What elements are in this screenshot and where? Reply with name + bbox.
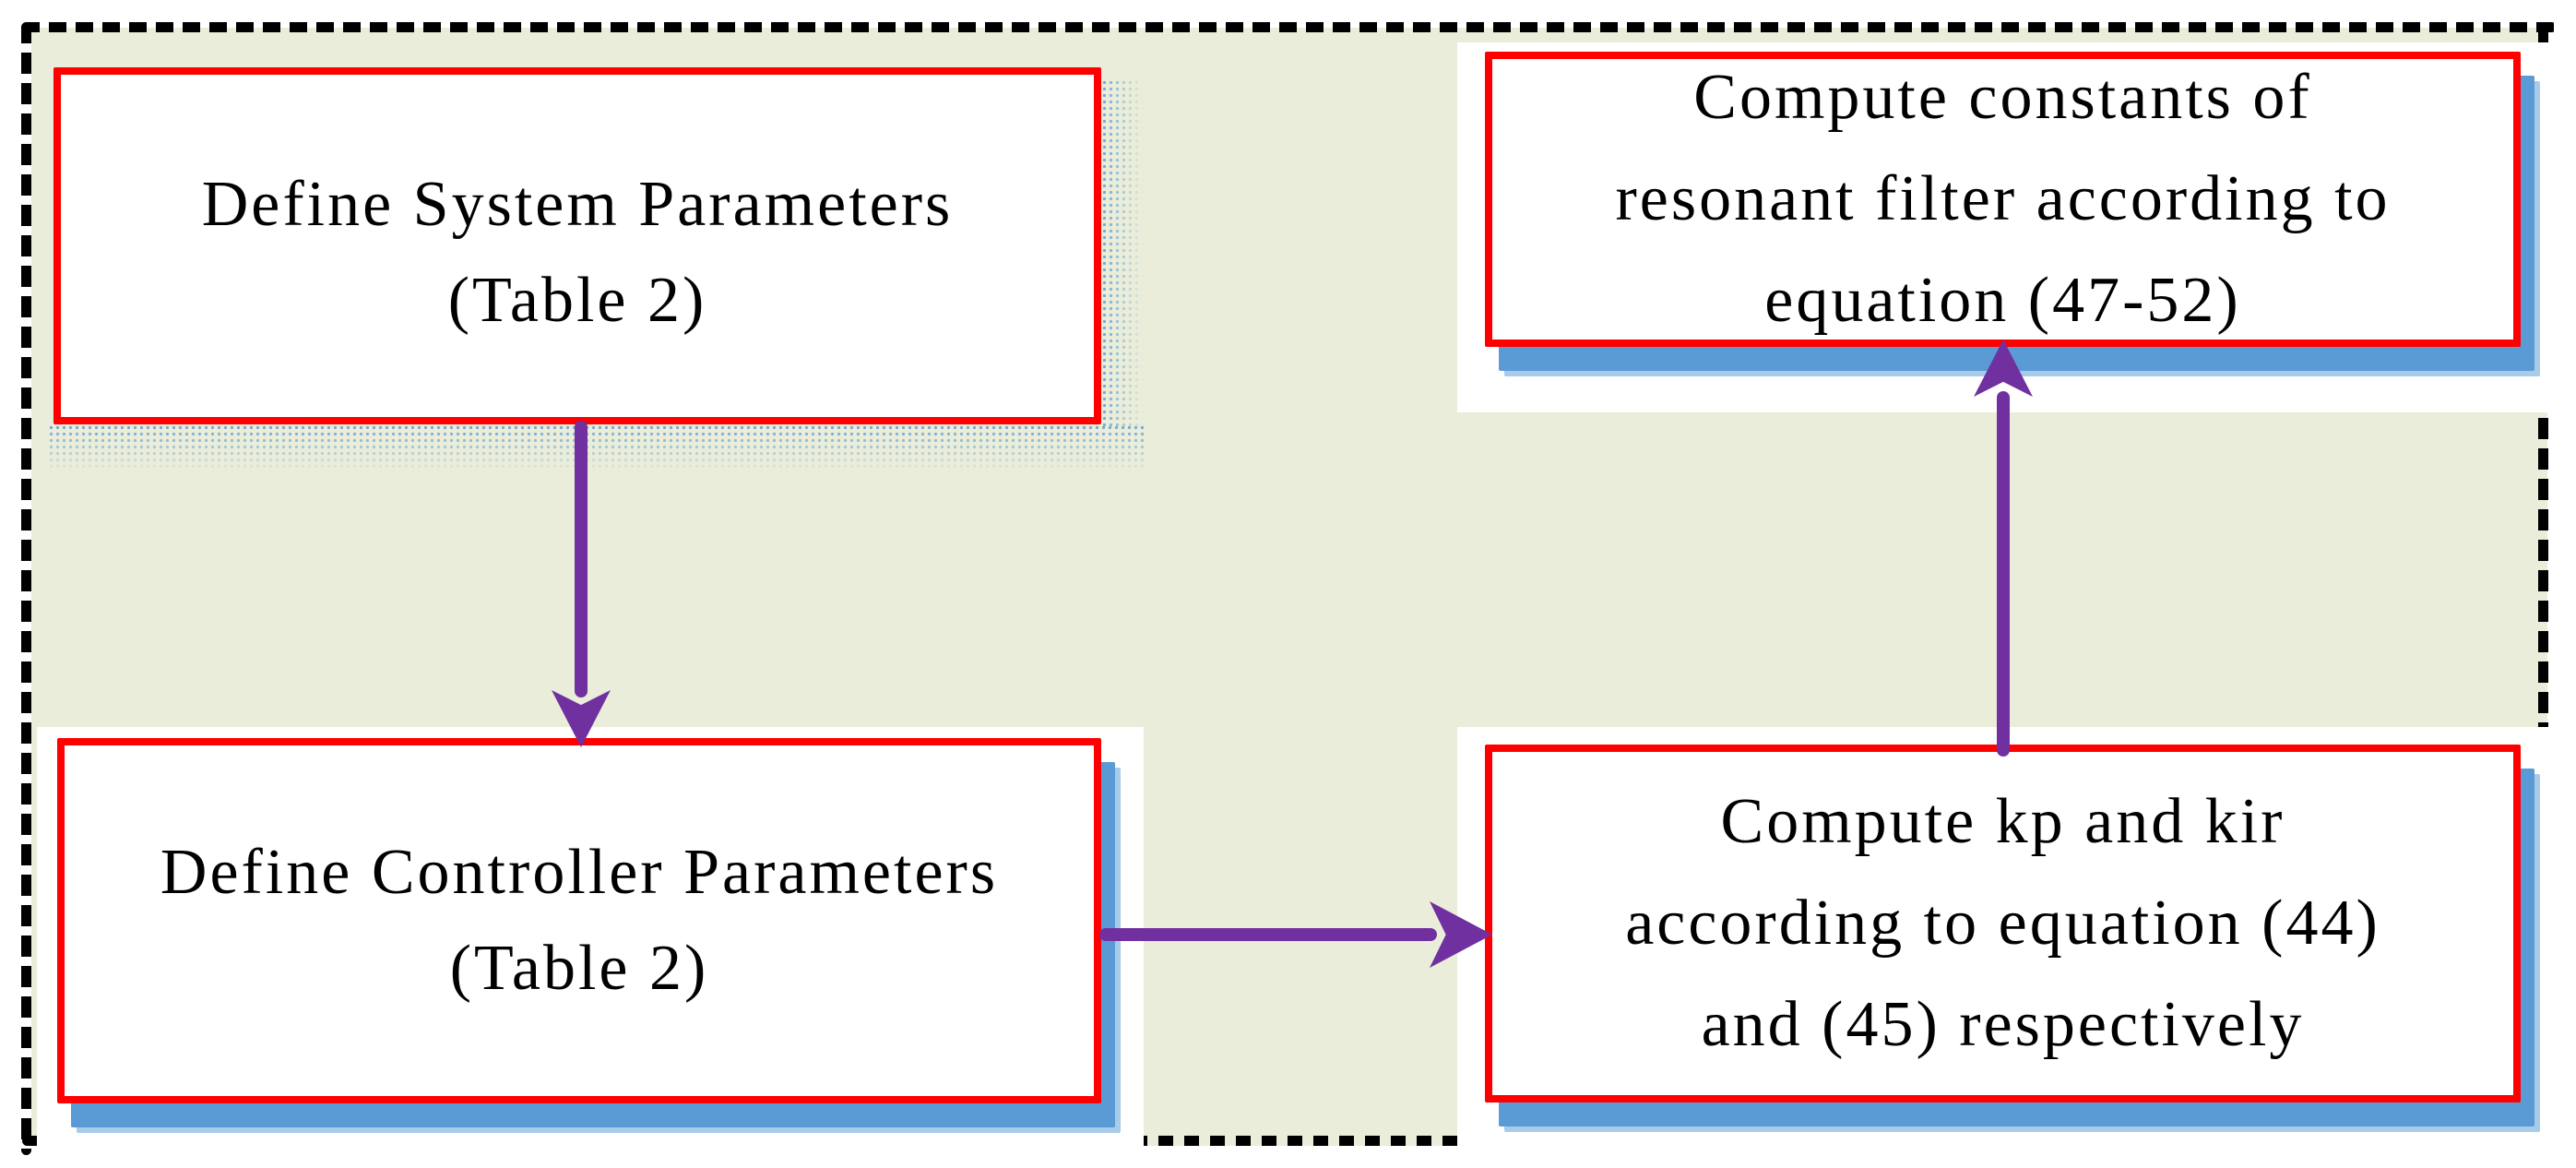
box-text-line: resonant filter according to [1615, 163, 2391, 234]
arrow-compute-to-resonant-shaft [1997, 391, 2010, 757]
dashed-border-right [2538, 22, 2548, 1155]
box-text-line: (Table 2) [449, 933, 709, 1004]
box-text-line: (Table 2) [447, 264, 707, 336]
box-define-controller-parameters: Define Controller Parameters (Table 2) [57, 738, 1101, 1103]
arrow-controller-to-compute-shaft [1099, 928, 1437, 941]
box-text-line: Compute constants of [1693, 62, 2312, 133]
box-compute-kp-kir: Compute kp and kir according to equation… [1485, 745, 2521, 1102]
box-text-line: equation (47-52) [1764, 265, 2241, 336]
box-text-line: Compute kp and kir [1720, 786, 2285, 857]
dashed-border-bottom [22, 1136, 2557, 1146]
box-text-line: and (45) respectively [1701, 989, 2305, 1060]
box-compute-resonant-filter-constants: Compute constants of resonant filter acc… [1485, 52, 2521, 347]
box-text-line: Define System Parameters [201, 168, 954, 240]
arrow-system-to-controller-shaft [575, 421, 588, 697]
halftone-shadow-right [1101, 79, 1144, 428]
box-text-line: Define Controller Parameters [160, 837, 999, 908]
dashed-border-top [22, 22, 2557, 32]
box-text-line: according to equation (44) [1625, 888, 2380, 959]
box-define-system-parameters: Define System Parameters (Table 2) [53, 67, 1101, 424]
dashed-border-left [21, 22, 31, 1155]
halftone-shadow-bottom [48, 424, 1144, 472]
